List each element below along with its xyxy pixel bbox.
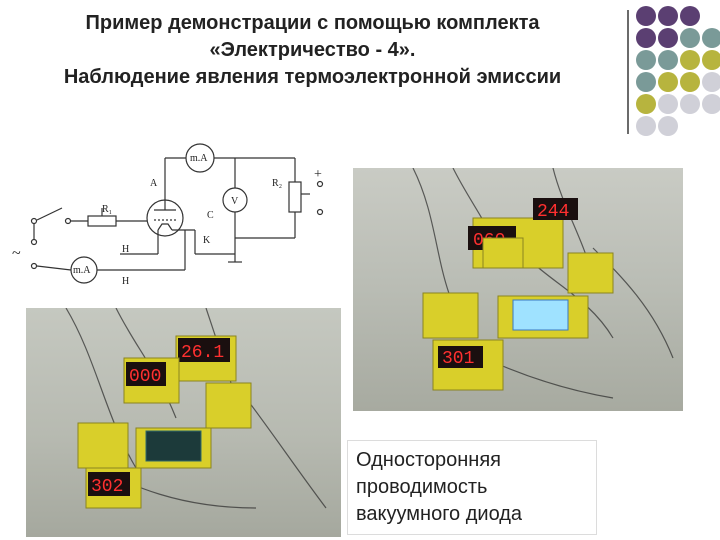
decorative-dot — [636, 50, 656, 70]
label-plus: + — [314, 167, 322, 182]
label-h2: H — [122, 276, 129, 287]
decorative-dot — [680, 94, 700, 114]
decorative-dot — [658, 116, 678, 136]
decorative-dot — [702, 28, 720, 48]
photo-apparatus-left: 26.1 000 302 — [26, 308, 341, 537]
circuit-diagram: m.A m.A V A C K H H R₁ R₂ + ~ — [12, 143, 324, 287]
decorative-dot — [680, 72, 700, 92]
title-line-3: Наблюдение явления термоэлектронной эмис… — [63, 66, 562, 88]
decorative-dot — [636, 28, 656, 48]
label-ma-bottom: m.A — [73, 265, 91, 276]
caption-line-1: Односторонняя — [356, 449, 502, 471]
label-c: C — [207, 210, 214, 221]
photo-right-drawing: 244 060 301 — [412, 168, 674, 399]
caption-line-3: вакуумного диода — [356, 503, 523, 525]
decorative-dot — [636, 6, 656, 26]
title-line-1: Пример демонстрации с помощью комплекта — [85, 12, 540, 34]
label-k: K — [203, 235, 211, 246]
decorative-dot — [680, 28, 700, 48]
decorative-dot — [636, 72, 656, 92]
decorative-dot — [658, 28, 678, 48]
decorative-dot — [702, 50, 720, 70]
label-ac: ~ — [12, 245, 21, 262]
title-line-2: «Электричество - 4». — [209, 39, 416, 61]
caption-box: Односторонняя проводимость вакуумного ди… — [347, 440, 597, 535]
decorative-dot — [658, 72, 678, 92]
display-voltage-left: 26.1 — [181, 343, 224, 363]
decorative-dot — [658, 50, 678, 70]
photo-apparatus-right: 244 060 301 — [353, 168, 683, 411]
display-voltage-right: 244 — [537, 202, 569, 222]
display-current-left: 000 — [129, 367, 161, 387]
decorative-dot — [702, 94, 720, 114]
decorative-dot — [658, 94, 678, 114]
display-value-right: 301 — [442, 349, 474, 369]
photo-left-drawing: 26.1 000 302 — [65, 308, 327, 509]
label-anode: A — [150, 178, 158, 189]
caption-line-2: проводимость — [356, 476, 488, 498]
label-r1: R₁ — [102, 204, 112, 215]
decorative-dot — [636, 116, 656, 136]
decorative-dot — [636, 94, 656, 114]
decorative-dot — [680, 50, 700, 70]
display-value-left: 302 — [91, 477, 123, 497]
label-h1: H — [122, 244, 129, 255]
decorative-dot — [702, 72, 720, 92]
label-voltmeter: V — [231, 196, 239, 207]
label-r2: R₂ — [272, 178, 282, 189]
label-ma-top: m.A — [190, 153, 208, 164]
decorative-dot — [658, 6, 678, 26]
decorative-dot — [680, 6, 700, 26]
divider-line — [627, 10, 629, 134]
slide-title: Пример демонстрации с помощью комплекта … — [0, 10, 625, 91]
